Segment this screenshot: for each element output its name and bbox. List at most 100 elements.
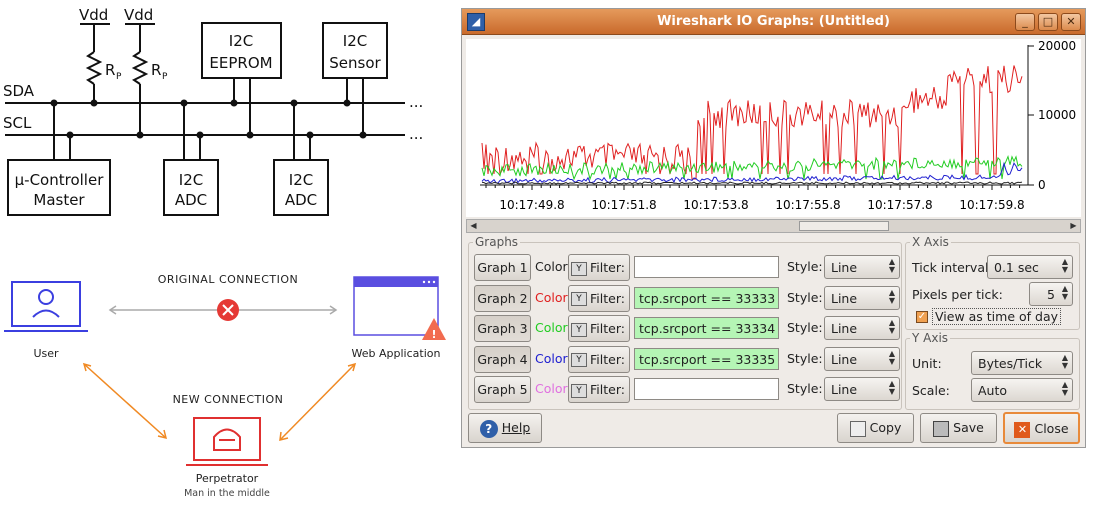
combo-arrows-icon[interactable]: ▲▼ — [888, 379, 895, 396]
save-icon — [933, 420, 950, 437]
spin-arrows-icon[interactable]: ▲▼ — [1061, 284, 1068, 301]
combo-arrows-icon[interactable]: ▲▼ — [888, 257, 895, 274]
tick-interval-spin[interactable]: 0.1 sec ▲▼ — [987, 255, 1073, 279]
x-tick-label: 10:17:57.8 — [867, 198, 932, 212]
style-value: Line — [831, 321, 858, 336]
help-button-label: Help — [501, 420, 531, 435]
resistor-subscript: P — [162, 72, 168, 82]
io-graphs-window: ◢ Wireshark IO Graphs: (Untitled) _ □ ✕ … — [461, 8, 1086, 448]
y-tick-label: 20000 — [1038, 39, 1076, 53]
style-select[interactable]: Line ▲▼ — [824, 316, 900, 340]
filter-input[interactable] — [634, 378, 779, 400]
adc-label: ADC — [175, 191, 207, 209]
graph-color-label: Color — [535, 289, 568, 305]
scale-value: Auto — [978, 383, 1008, 398]
vdd-label: Vdd — [79, 6, 108, 24]
adc-label: ADC — [285, 191, 317, 209]
help-icon: ? — [479, 419, 498, 438]
graph-button[interactable]: Graph 4 — [474, 345, 531, 373]
unit-label: Unit: — [912, 356, 942, 371]
filter-icon: Y — [571, 353, 587, 367]
scl-label: SCL — [3, 114, 32, 132]
graph-button[interactable]: Graph 2 — [474, 284, 531, 312]
filter-button-label: Filter: — [590, 382, 625, 397]
bus-ellipsis: ... — [409, 125, 423, 143]
window-title: Wireshark IO Graphs: (Untitled) — [657, 14, 890, 29]
scroll-right-icon[interactable]: ▶ — [1070, 221, 1077, 230]
combo-arrows-icon[interactable]: ▲▼ — [888, 318, 895, 335]
scale-label: Scale: — [912, 383, 950, 398]
view-time-checkbox[interactable]: ✓ — [916, 311, 928, 323]
x-tick-label: 10:17:49.8 — [499, 198, 564, 212]
scroll-left-icon[interactable]: ◀ — [470, 221, 477, 230]
graph-color-label: Color — [535, 259, 568, 274]
pixels-per-tick-spin[interactable]: 5 ▲▼ — [1029, 282, 1073, 306]
scale-select[interactable]: Auto ▲▼ — [971, 378, 1073, 402]
minimize-icon[interactable]: _ — [1015, 13, 1035, 31]
close-window-icon[interactable]: ✕ — [1061, 13, 1081, 31]
y-tick-label: 0 — [1038, 178, 1046, 192]
combo-arrows-icon[interactable]: ▲▼ — [1061, 380, 1068, 397]
combo-arrows-icon[interactable]: ▲▼ — [1061, 353, 1068, 370]
combo-arrows-icon[interactable]: ▲▼ — [888, 287, 895, 305]
unit-select[interactable]: Bytes/Tick ▲▼ — [971, 351, 1073, 375]
graph-color-label: Color — [535, 350, 568, 366]
perpetrator-label: Perpetrator — [196, 472, 259, 485]
pixels-per-tick-value: 5 — [1047, 287, 1055, 302]
style-select[interactable]: Line ▲▼ — [824, 285, 900, 310]
plot-horizontal-scrollbar[interactable]: ◀ ▶ — [466, 219, 1081, 233]
filter-input[interactable]: tcp.srcport == 33335 — [634, 347, 779, 370]
web-application-label: Web Application — [352, 347, 441, 360]
maximize-icon[interactable]: □ — [1038, 13, 1058, 31]
view-time-label[interactable]: View as time of day — [932, 308, 1062, 325]
spin-arrows-icon[interactable]: ▲▼ — [1061, 257, 1068, 274]
y-axis-ticks: 20000 10000 0 — [1028, 39, 1076, 192]
window-titlebar[interactable]: ◢ Wireshark IO Graphs: (Untitled) _ □ ✕ — [462, 9, 1085, 35]
filter-input[interactable]: tcp.srcport == 33334 — [634, 317, 779, 339]
copy-button[interactable]: Copy — [837, 413, 914, 443]
filter-input[interactable] — [634, 256, 779, 278]
y-tick-label: 10000 — [1038, 108, 1076, 122]
style-value: Line — [831, 290, 858, 306]
controller-label: Master — [33, 191, 85, 209]
wireshark-app-icon[interactable]: ◢ — [467, 13, 485, 31]
scrollbar-thumb[interactable] — [799, 221, 889, 231]
save-button[interactable]: Save — [920, 413, 997, 443]
user-laptop-icon — [4, 281, 88, 332]
help-button[interactable]: ?Help — [468, 413, 542, 443]
mitm-diagram: User ORIGINAL CONNECTION ! Web Applicati… — [4, 273, 446, 499]
style-select[interactable]: Line ▲▼ — [824, 346, 900, 371]
sensor-label: Sensor — [329, 54, 381, 72]
new-connection-label: NEW CONNECTION — [173, 393, 284, 406]
close-button-label: Close — [1034, 421, 1069, 436]
bus-ellipsis: ... — [409, 93, 423, 111]
filter-input[interactable]: tcp.srcport == 33333 — [634, 286, 779, 309]
graph-color-label: Color — [535, 381, 568, 396]
adc-label: I2C — [289, 171, 313, 189]
graph-button[interactable]: Graph 3 — [474, 315, 531, 342]
combo-arrows-icon[interactable]: ▲▼ — [888, 348, 895, 366]
filter-icon: Y — [571, 383, 587, 398]
filter-icon: Y — [571, 322, 587, 337]
resistor-label: R — [105, 61, 115, 79]
style-value: Line — [831, 351, 858, 367]
filter-button-label: Filter: — [590, 321, 625, 336]
style-select[interactable]: Line▲▼ — [824, 255, 900, 279]
resistor-subscript: P — [116, 72, 122, 82]
graph-button[interactable]: Graph 5 — [474, 376, 531, 403]
close-button[interactable]: ✕Close — [1003, 412, 1080, 444]
style-label: Style: — [787, 350, 823, 366]
graph-button[interactable]: Graph 1 — [474, 254, 531, 281]
vdd-label: Vdd — [124, 6, 153, 24]
close-icon: ✕ — [1014, 421, 1031, 438]
controller-label: µ-Controller — [15, 171, 105, 189]
style-select[interactable]: Line▲▼ — [824, 377, 900, 401]
x-axis-legend: X Axis — [912, 235, 949, 249]
graphs-legend: Graphs — [475, 235, 519, 249]
